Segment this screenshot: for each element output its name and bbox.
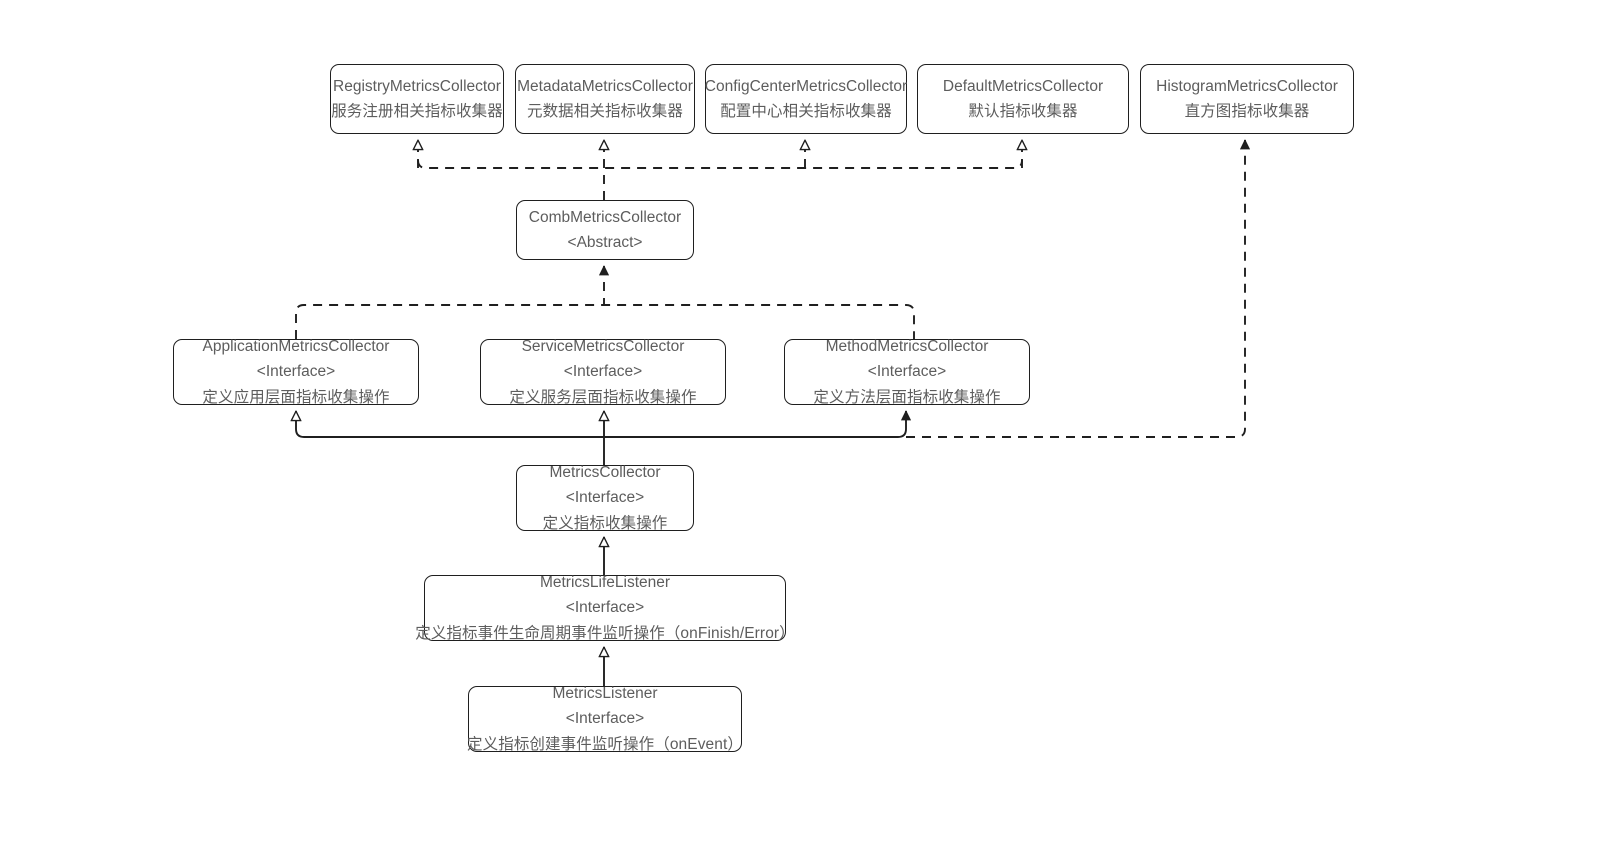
node-stereotype: <Interface> <box>563 363 643 381</box>
node-default-metrics-collector[interactable]: DefaultMetricsCollector 默认指标收集器 <box>917 64 1129 134</box>
node-metrics-collector[interactable]: MetricsCollector <Interface> 定义指标收集操作 <box>516 464 694 532</box>
node-description: 配置中心相关指标收集器 <box>720 103 892 120</box>
node-stereotype: <Interface> <box>867 363 947 381</box>
node-title: MetadataMetricsCollector <box>517 77 693 95</box>
node-description: 定义应用层面指标收集操作 <box>202 388 390 406</box>
node-title: RegistryMetricsCollector <box>333 77 501 95</box>
node-title: MetricsListener <box>552 685 658 703</box>
node-description: 服务注册相关指标收集器 <box>331 103 503 120</box>
node-stereotype: <Interface> <box>565 599 645 617</box>
node-title: HistogramMetricsCollector <box>1156 77 1338 95</box>
node-metrics-life-listener[interactable]: MetricsLifeListener <Interface> 定义指标事件生命… <box>415 574 794 641</box>
node-stereotype: <Interface> <box>565 710 645 728</box>
edge-realization-bus-top <box>417 159 1023 169</box>
node-config-center-metrics-collector[interactable]: ConfigCenterMetricsCollector 配置中心相关指标收集器 <box>705 64 907 134</box>
node-comb-metrics-collector[interactable]: CombMetricsCollector <Abstract> <box>516 200 694 260</box>
node-metrics-listener[interactable]: MetricsListener <Interface> 定义指标创建事件监听操作… <box>467 685 743 752</box>
node-description: 元数据相关指标收集器 <box>526 103 683 120</box>
node-metadata-metrics-collector[interactable]: MetadataMetricsCollector 元数据相关指标收集器 <box>515 64 695 134</box>
node-stereotype: <Interface> <box>565 489 645 507</box>
node-method-metrics-collector[interactable]: MethodMetricsCollector <Interface> 定义方法层… <box>784 338 1030 406</box>
node-title: MetricsLifeListener <box>539 574 671 592</box>
node-stereotype: <Interface> <box>256 363 336 381</box>
edge-metricscollector-to-application <box>296 411 605 465</box>
node-description: 定义指标创建事件监听操作（onEvent） <box>467 735 743 753</box>
node-title: ApplicationMetricsCollector <box>202 338 390 356</box>
node-description: 定义指标事件生命周期事件监听操作（onFinish/Error） <box>415 624 795 642</box>
node-stereotype: <Abstract> <box>567 234 643 251</box>
node-description: 定义指标收集操作 <box>542 514 668 532</box>
node-histogram-metrics-collector[interactable]: HistogramMetricsCollector 直方图指标收集器 <box>1140 64 1354 134</box>
node-title: ServiceMetricsCollector <box>521 338 685 356</box>
node-application-metrics-collector[interactable]: ApplicationMetricsCollector <Interface> … <box>173 338 419 406</box>
node-registry-metrics-collector[interactable]: RegistryMetricsCollector 服务注册相关指标收集器 <box>330 64 504 134</box>
node-title: ConfigCenterMetricsCollector <box>704 77 908 95</box>
node-service-metrics-collector[interactable]: ServiceMetricsCollector <Interface> 定义服务… <box>480 338 726 406</box>
node-description: 直方图指标收集器 <box>1184 103 1310 120</box>
node-title: MetricsCollector <box>549 464 661 482</box>
edge-metricscollector-to-method <box>604 411 906 438</box>
node-title: MethodMetricsCollector <box>825 338 989 356</box>
node-title: DefaultMetricsCollector <box>942 77 1104 95</box>
node-title: CombMetricsCollector <box>528 208 682 226</box>
node-description: 定义方法层面指标收集操作 <box>813 388 1001 406</box>
node-description: 默认指标收集器 <box>968 103 1078 120</box>
node-description: 定义服务层面指标收集操作 <box>509 388 697 406</box>
